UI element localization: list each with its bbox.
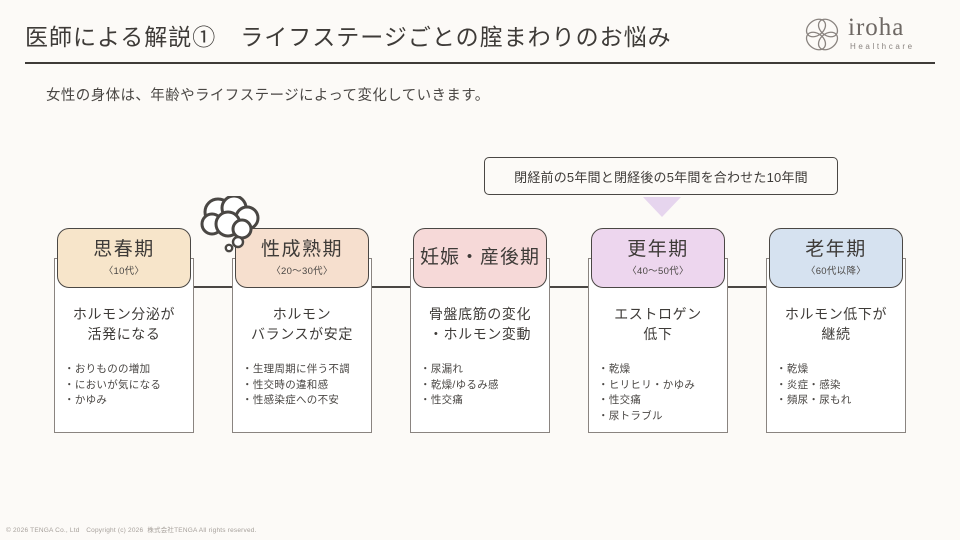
- life-stage-row: 思春期〈10代〉ホルモン分泌が活発になるおりものの増加においが気になるかゆみ性成…: [0, 196, 960, 436]
- triangle-down-icon: [643, 197, 681, 217]
- stage-lead-text: 骨盤底筋の変化・ホルモン変動: [428, 306, 532, 342]
- stage-connector-line: [194, 286, 232, 288]
- stage-card-5[interactable]: 老年期〈60代以降〉ホルモン低下が継続乾燥炎症・感染頻尿・尿もれ: [766, 228, 906, 433]
- stage-symptom-list: 生理周期に伴う不調性交時の違和感性感染症への不安: [242, 362, 372, 409]
- stage-header-pill[interactable]: 性成熟期〈20〜30代〉: [235, 228, 369, 288]
- list-item: おりものの増加: [64, 362, 194, 378]
- thought-bubble-icon: [200, 196, 260, 253]
- intro-text: 女性の身体は、年齢やライフステージによって変化していきます。: [46, 88, 490, 104]
- stage-lead-text: ホルモン分泌が活発になる: [72, 306, 176, 342]
- stage-age-range: 〈60代以降〉: [805, 266, 867, 277]
- stage-name: 妊娠・産後期: [419, 247, 540, 268]
- clover-flower-icon: [805, 18, 839, 51]
- stage-symptom-list: 尿漏れ乾燥/ゆるみ感性交痛: [420, 362, 550, 409]
- stage-name: 老年期: [805, 239, 867, 260]
- stage-lead-text: ホルモン低下が継続: [784, 306, 888, 342]
- list-item: 性交時の違和感: [242, 378, 372, 394]
- stage-symptom-list: 乾燥炎症・感染頻尿・尿もれ: [776, 362, 906, 409]
- stage-connector-line: [728, 286, 766, 288]
- stage-card-4[interactable]: 更年期〈40〜50代〉エストロゲン低下乾燥ヒリヒリ・かゆみ性交痛尿トラブル: [588, 228, 728, 433]
- stage-age-range: 〈40〜50代〉: [627, 266, 689, 277]
- list-item: 乾燥: [776, 362, 906, 378]
- stage-name: 思春期: [93, 239, 155, 260]
- stage-header-pill[interactable]: 妊娠・産後期: [413, 228, 547, 288]
- list-item: 生理周期に伴う不調: [242, 362, 372, 378]
- list-item: かゆみ: [64, 393, 194, 409]
- list-item: 性交痛: [598, 393, 728, 409]
- header-divider: [25, 62, 935, 64]
- stage-lead-text: ホルモンバランスが安定: [251, 306, 353, 342]
- page-title: 医師による解説① ライフステージごとの腟まわりのお悩み: [25, 24, 672, 50]
- stage-connector-line: [550, 286, 588, 288]
- stage-age-range: 〈20〜30代〉: [271, 266, 333, 277]
- stage-connector-line: [372, 286, 410, 288]
- stage-lead-text: エストロゲン低下: [614, 306, 702, 342]
- stage-header-pill[interactable]: 更年期〈40〜50代〉: [591, 228, 725, 288]
- page-header: 医師による解説① ライフステージごとの腟まわりのお悩み iroha Health…: [0, 0, 960, 66]
- stage-card-2[interactable]: 性成熟期〈20〜30代〉ホルモンバランスが安定生理周期に伴う不調性交時の違和感性…: [232, 228, 372, 433]
- stage-name: 性成熟期: [260, 239, 343, 260]
- list-item: においが気になる: [64, 378, 194, 394]
- callout-text: 閉経前の5年間と閉経後の5年間を合わせた10年間: [514, 169, 808, 185]
- iroha-healthcare-logo: iroha Healthcare: [802, 14, 942, 58]
- footer-copyright: © 2026 TENGA Co., Ltd Copyright (c) 2026…: [6, 527, 257, 534]
- stage-header-pill[interactable]: 老年期〈60代以降〉: [769, 228, 903, 288]
- stage-symptom-list: おりものの増加においが気になるかゆみ: [64, 362, 194, 409]
- stage-name: 更年期: [627, 239, 689, 260]
- list-item: 炎症・感染: [776, 378, 906, 394]
- menopause-callout-box: 閉経前の5年間と閉経後の5年間を合わせた10年間: [484, 157, 838, 195]
- list-item: 性感染症への不安: [242, 393, 372, 409]
- stage-card-1[interactable]: 思春期〈10代〉ホルモン分泌が活発になるおりものの増加においが気になるかゆみ: [54, 196, 260, 433]
- list-item: 尿トラブル: [598, 409, 728, 425]
- stage-header-pill[interactable]: 思春期〈10代〉: [57, 228, 191, 288]
- logo-subtext: Healthcare: [850, 42, 915, 51]
- stage-symptom-list: 乾燥ヒリヒリ・かゆみ性交痛尿トラブル: [598, 362, 728, 424]
- list-item: 尿漏れ: [420, 362, 550, 378]
- list-item: 乾燥/ゆるみ感: [420, 378, 550, 394]
- logo-wordmark: iroha: [848, 14, 905, 41]
- list-item: 頻尿・尿もれ: [776, 393, 906, 409]
- list-item: 乾燥: [598, 362, 728, 378]
- stage-age-range: 〈10代〉: [103, 266, 145, 277]
- list-item: 性交痛: [420, 393, 550, 409]
- list-item: ヒリヒリ・かゆみ: [598, 378, 728, 394]
